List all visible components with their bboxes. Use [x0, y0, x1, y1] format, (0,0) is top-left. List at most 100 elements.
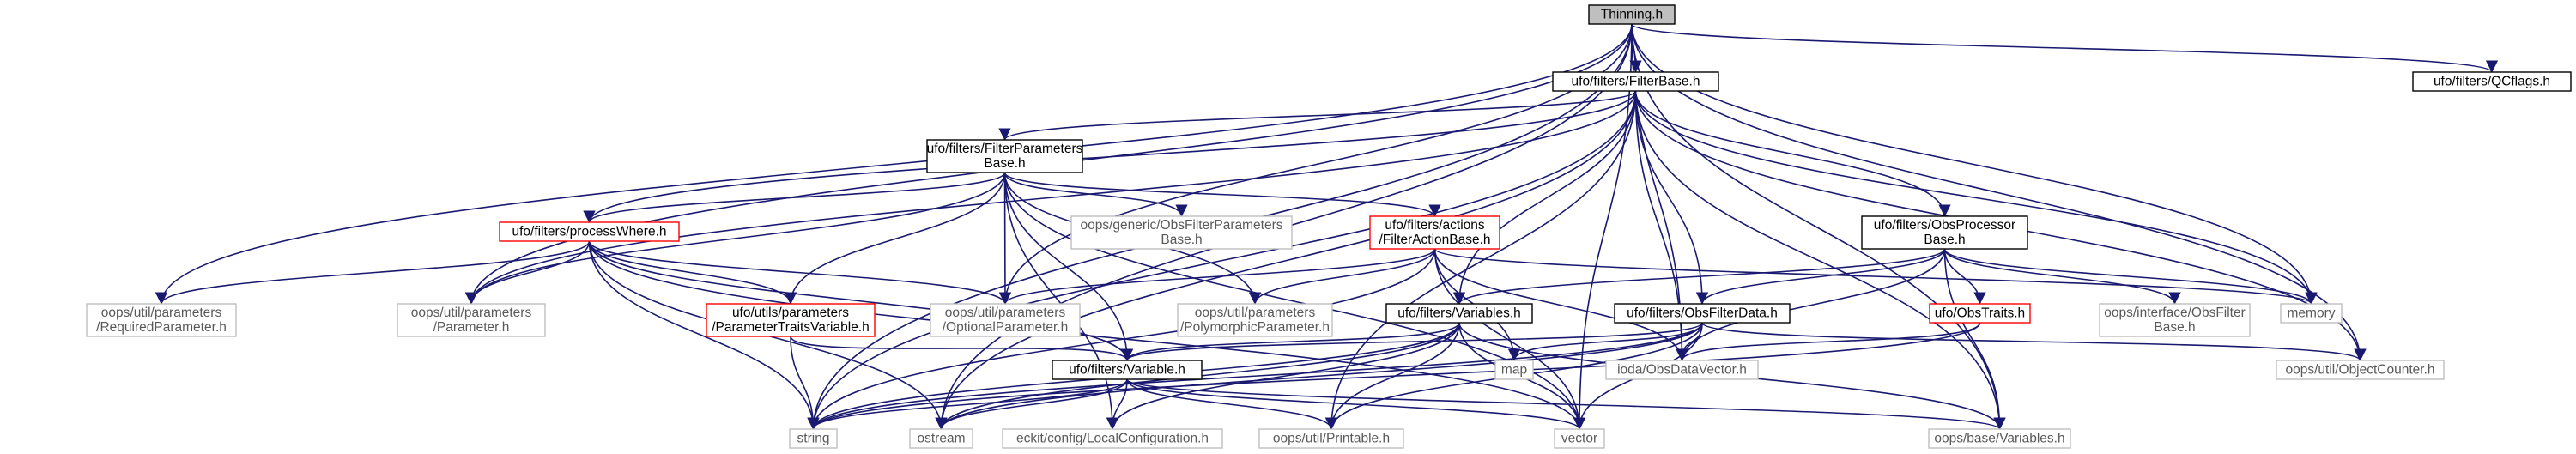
node-box-printable	[1258, 428, 1404, 449]
node-box-filteraction	[1369, 215, 1500, 250]
edge-filterbase-to-ostream	[935, 90, 1637, 430]
edge-obsprocessor-to-variables	[1453, 248, 1946, 305]
edge-processwhere-to-variable	[588, 240, 1134, 361]
node-box-string	[789, 428, 838, 449]
node-filteraction[interactable]: ufo/filters/actions/FilterActionBase.h	[1369, 215, 1500, 250]
node-label-polymorphic: oops/util/parameters	[1195, 306, 1316, 320]
edge-filterparams-to-filteraction	[1003, 172, 1441, 217]
edge-variable-to-oopsvariables	[1126, 378, 2006, 430]
edge-variables-to-variable	[1120, 322, 1460, 361]
node-variable[interactable]: ufo/filters/Variable.h	[1052, 360, 1203, 380]
node-label-obsfilterbase: oops/interface/ObsFilter	[2104, 306, 2246, 320]
node-objectcounter[interactable]: oops/util/ObjectCounter.h	[2276, 360, 2445, 380]
edge-obsprocessor-to-memory	[1943, 248, 2318, 305]
node-box-obstraits	[1929, 303, 2031, 324]
node-box-variable	[1052, 360, 1203, 380]
node-processwhere[interactable]: ufo/filters/processWhere.h	[499, 221, 680, 242]
node-string[interactable]: string	[789, 428, 838, 449]
edge-thinning-to-requiredparam	[155, 23, 1633, 305]
node-variables[interactable]: ufo/filters/Variables.h	[1385, 303, 1533, 324]
node-parameter[interactable]: oops/util/parameters/Parameter.h	[397, 303, 546, 337]
edge-obsprocessor-to-iodadatavector	[1676, 248, 1946, 361]
node-ostream[interactable]: ostream	[909, 428, 973, 449]
node-localconfig[interactable]: eckit/config/LocalConfiguration.h	[1002, 428, 1223, 449]
node-oopsvariables[interactable]: oops/base/Variables.h	[1928, 428, 2071, 449]
node-label-obsfilterdata: ufo/filters/ObsFilterData.h	[1627, 306, 1778, 321]
node-paramtraits[interactable]: ufo/utils/parameters/ParameterTraitsVari…	[706, 303, 876, 337]
node-printable[interactable]: oops/util/Printable.h	[1258, 428, 1404, 449]
edge-obsfilterdata-to-variable	[1121, 322, 1703, 361]
node-label-genericobs: Base.h	[1161, 233, 1202, 247]
node-label-parameter: /Parameter.h	[433, 320, 510, 335]
node-box-localconfig	[1002, 428, 1223, 449]
node-label-requiredparam: /RequiredParameter.h	[96, 320, 227, 335]
node-label-filterparams: Base.h	[984, 156, 1025, 171]
node-label-qcflags: ufo/filters/QCflags.h	[2434, 75, 2550, 89]
edge-filterparams-to-localconfig	[1003, 172, 1119, 430]
edge-obsfilterdata-to-ostream	[935, 322, 1703, 430]
node-label-polymorphic: /PolymorphicParameter.h	[1180, 320, 1330, 335]
node-requiredparam[interactable]: oops/util/parameters/RequiredParameter.h	[86, 303, 237, 337]
node-label-filterparams: ufo/filters/FilterParameters	[927, 142, 1083, 156]
node-label-variable: ufo/filters/Variable.h	[1069, 363, 1185, 378]
node-iodadatavector[interactable]: ioda/ObsDataVector.h	[1605, 360, 1759, 380]
node-optionalparam[interactable]: oops/util/parameters/OptionalParameter.h	[930, 303, 1081, 337]
node-obstraits[interactable]: ufo/ObsTraits.h	[1929, 303, 2031, 324]
edge-paramtraits-to-string	[790, 336, 820, 430]
edge-filterparams-to-genericobs	[1003, 172, 1188, 217]
node-label-obsprocessor: ufo/filters/ObsProcessor	[1874, 218, 2015, 233]
edge-variables-to-localconfig	[1106, 322, 1460, 430]
node-box-vector	[1554, 428, 1605, 449]
node-box-thinning	[1588, 4, 1676, 25]
node-polymorphic[interactable]: oops/util/parameters/PolymorphicParamete…	[1177, 303, 1333, 337]
edge-filterbase-to-oopsvariables	[1634, 90, 2006, 430]
edge-obsprocessor-to-oopsvariables	[1943, 248, 2006, 430]
edge-filterbase-to-obsfilterdata	[1634, 90, 1709, 305]
edge-filterbase-to-filterparams	[998, 90, 1637, 141]
node-label-obstraits: ufo/ObsTraits.h	[1935, 306, 2025, 321]
node-box-filterbase	[1552, 71, 1719, 92]
edge-processwhere-to-requiredparam	[155, 240, 591, 305]
node-thinning[interactable]: Thinning.h	[1588, 4, 1676, 25]
edge-obstraits-to-iodadatavector	[1676, 322, 1981, 361]
node-box-oopsvariables	[1928, 428, 2071, 449]
node-label-paramtraits: /ParameterTraitsVariable.h	[712, 320, 870, 335]
edge-obsfilterdata-to-objectcounter	[1701, 322, 2367, 361]
edge-filteraction-to-memory	[1433, 248, 2318, 305]
node-box-qcflags	[2412, 71, 2572, 92]
node-filterbase[interactable]: ufo/filters/FilterBase.h	[1552, 71, 1719, 92]
node-box-requiredparam	[86, 303, 237, 337]
node-label-iodadatavector: ioda/ObsDataVector.h	[1617, 363, 1747, 378]
node-qcflags[interactable]: ufo/filters/QCflags.h	[2412, 71, 2572, 92]
edge-filterparams-to-paramtraits	[784, 172, 1006, 305]
edge-variable-to-string	[807, 378, 1128, 430]
node-box-obsfilterbase	[2099, 303, 2251, 337]
node-box-optionalparam	[930, 303, 1081, 337]
edge-filteraction-to-optionalparam	[999, 248, 1436, 305]
edge-variable-to-printable	[1126, 378, 1338, 430]
edge-processwhere-to-paramtraits	[588, 240, 797, 305]
edge-obsprocessor-to-obstraits	[1943, 248, 1986, 305]
node-memory[interactable]: memory	[2280, 303, 2343, 324]
dependency-nodes: Thinning.h ufo/filters/FilterBase.h ufo/fi…	[86, 4, 2572, 449]
node-label-parameter: oops/util/parameters	[411, 306, 532, 320]
node-box-processwhere	[499, 221, 680, 242]
edge-thinning-to-qcflags	[1631, 23, 2498, 73]
edge-filteraction-to-polymorphic	[1248, 248, 1436, 305]
edge-thinning-to-vector	[1573, 23, 1633, 430]
node-label-memory: memory	[2288, 306, 2336, 321]
node-label-variables: ufo/filters/Variables.h	[1397, 306, 1521, 321]
node-vector[interactable]: vector	[1554, 428, 1605, 449]
node-box-memory	[2280, 303, 2343, 324]
node-map[interactable]: map	[1494, 360, 1534, 380]
node-label-objectcounter: oops/util/ObjectCounter.h	[2285, 363, 2434, 378]
edge-thinning-to-optionalparam	[998, 23, 1633, 305]
edge-obsfilterdata-to-map	[1507, 322, 1703, 361]
node-obsfilterdata[interactable]: ufo/filters/ObsFilterData.h	[1614, 303, 1791, 324]
node-box-objectcounter	[2276, 360, 2445, 380]
node-box-paramtraits	[706, 303, 876, 337]
